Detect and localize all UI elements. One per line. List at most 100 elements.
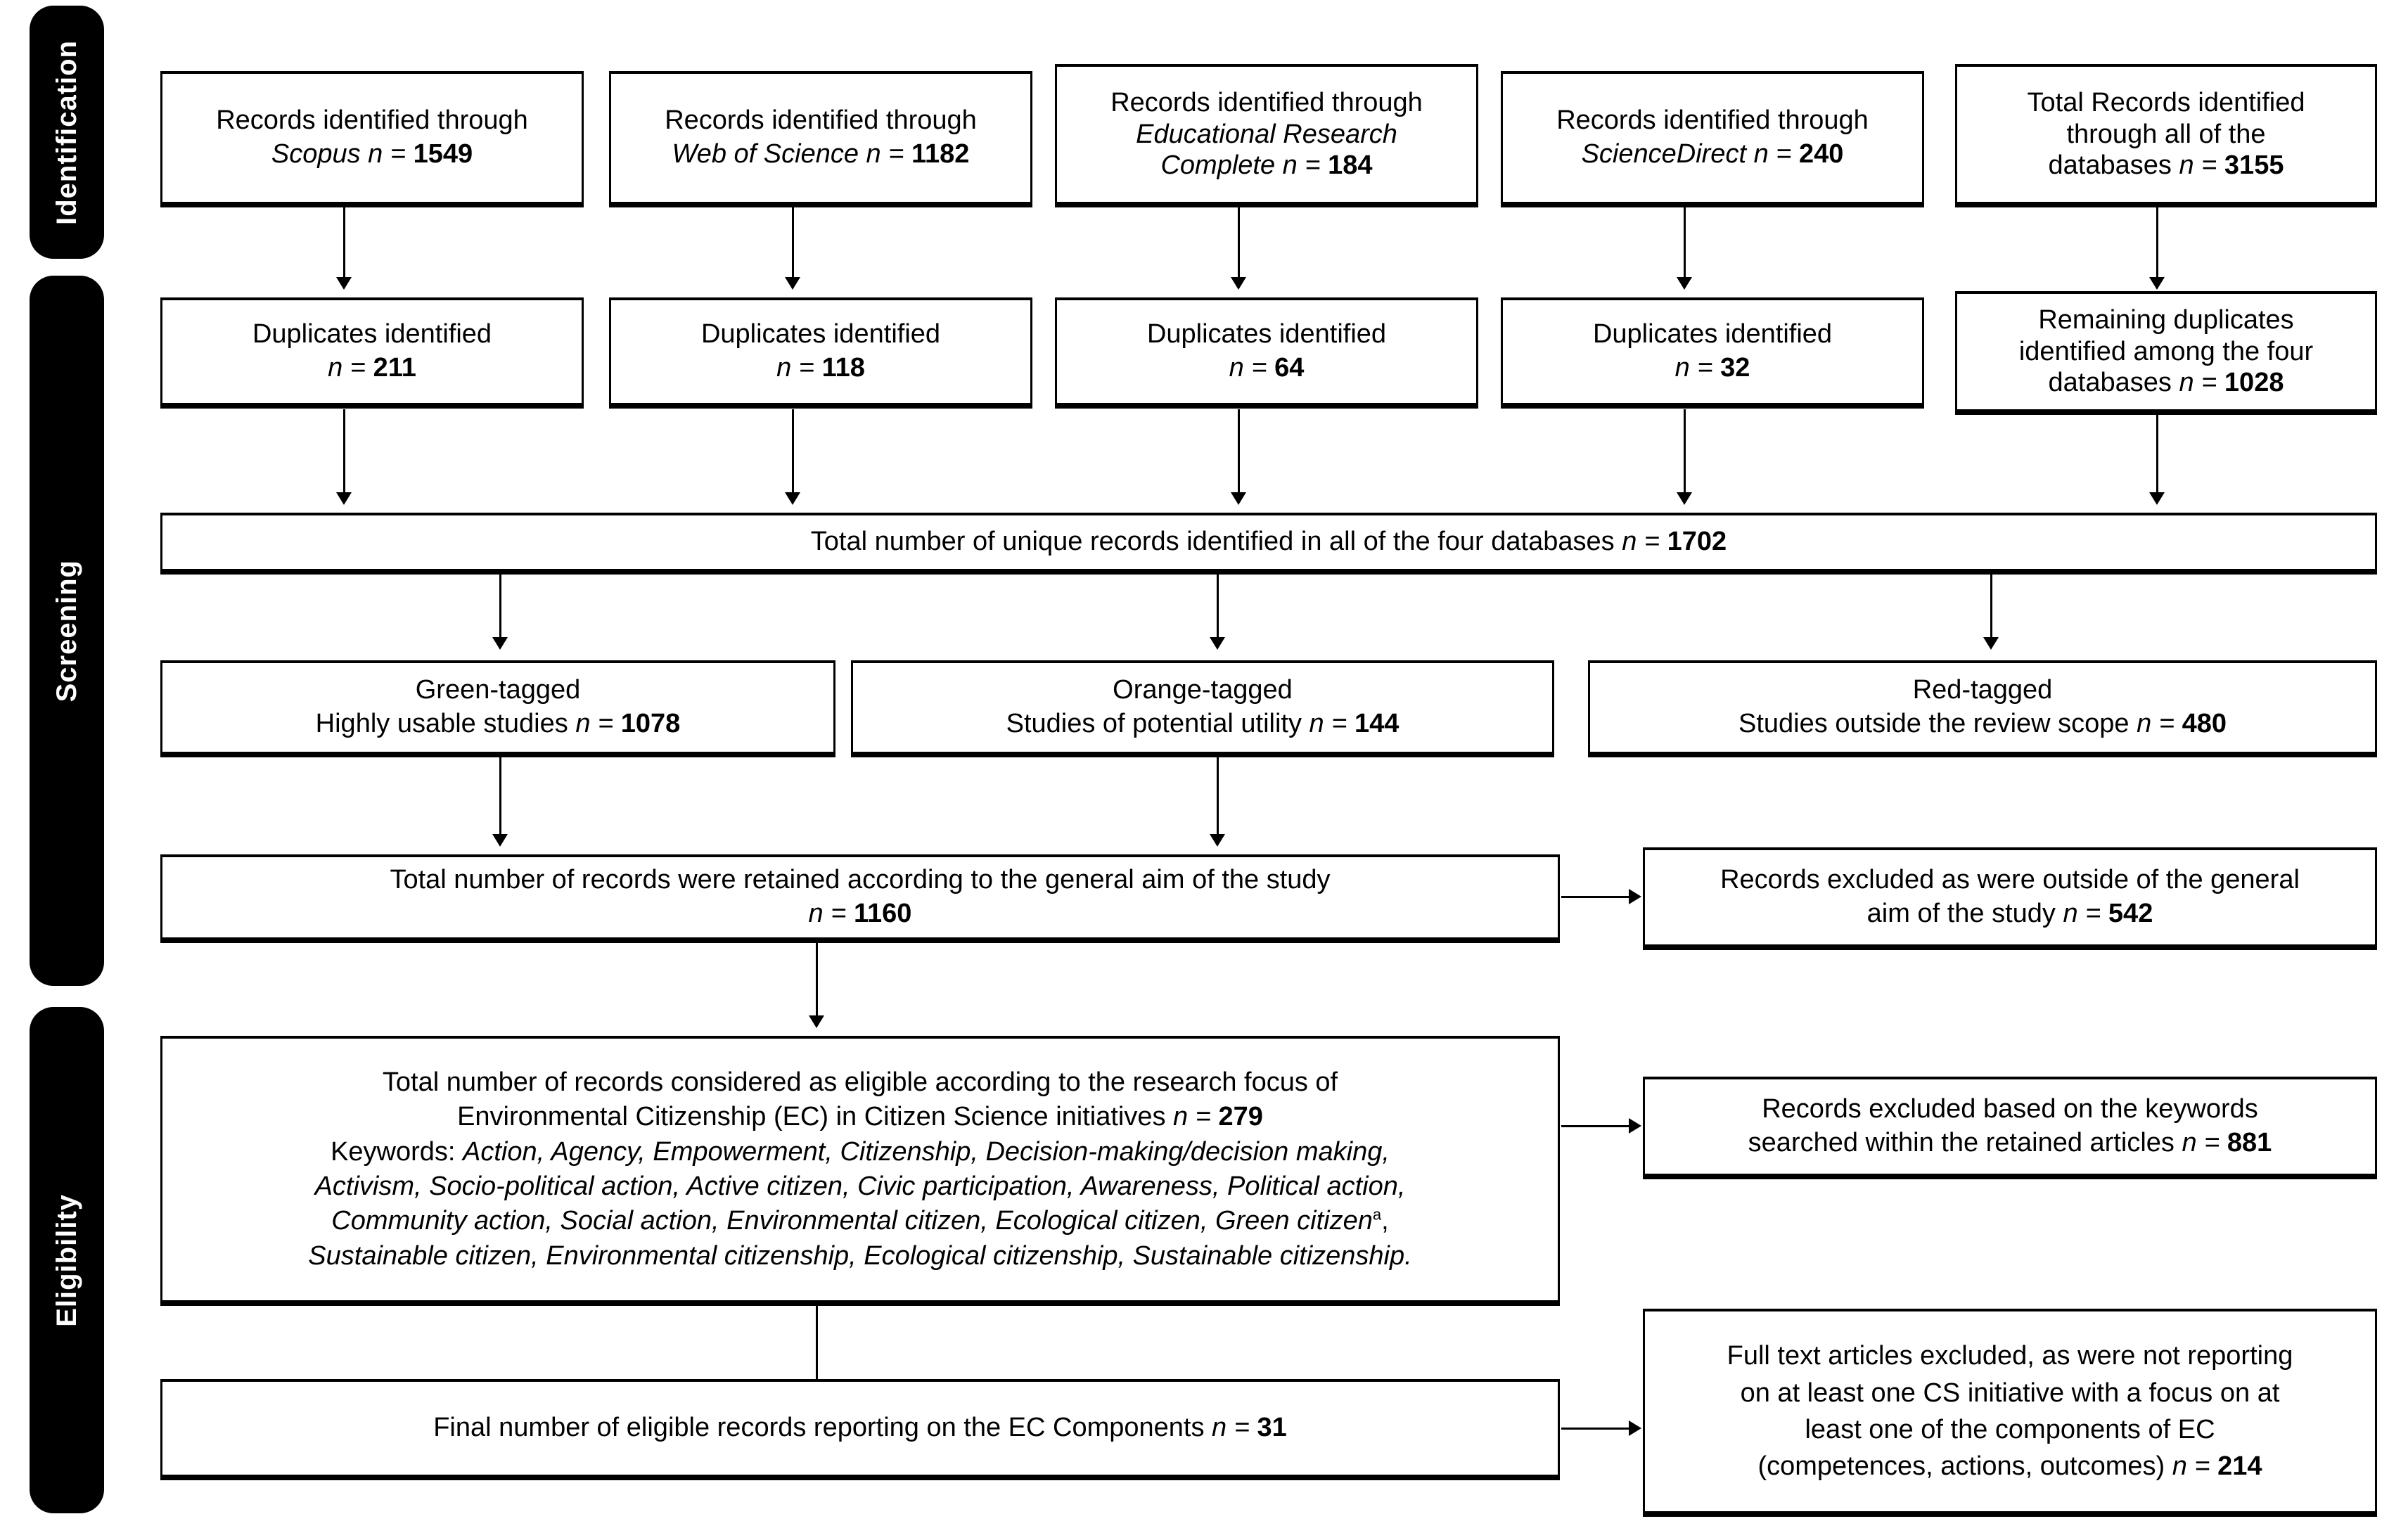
scopus-line1: Records identified through <box>216 105 528 136</box>
total-records-line2: through all of the <box>2066 119 2266 149</box>
wos-source: Web of Science <box>672 139 859 169</box>
excluded-general-n: 542 <box>2108 899 2153 928</box>
arrowhead-wos-to-duplicates <box>785 277 800 290</box>
green-tag-n: 1078 <box>620 709 681 738</box>
excluded-general-line1: Records excluded as were outside of the … <box>1720 865 2300 895</box>
orange-tag-n: 144 <box>1354 709 1400 738</box>
arrowhead-retained-to-excluded-general-aim <box>1629 889 1641 904</box>
excluded-fulltext-line3: least one of the components of EC <box>1805 1415 2215 1444</box>
erc-n-label: n = <box>1282 150 1328 181</box>
arrowhead-green-to-retained <box>492 834 508 847</box>
dup-sciencedirect-n-label: n = <box>1674 353 1721 383</box>
keywords-text-1: Activism, Socio-political action, Active… <box>314 1172 1406 1201</box>
arrowhead-erc-to-duplicates <box>1231 277 1246 290</box>
box-total-records-identified: Total Records identified through all of … <box>1955 65 2377 204</box>
final-records-text: Final number of eligible records reporti… <box>433 1413 1212 1443</box>
sciencedirect-n: 240 <box>1799 139 1844 169</box>
connector-dupsd-to-unique <box>1684 409 1686 495</box>
phase-label-screening: Screening <box>30 276 104 986</box>
box-records-educational-research-complete: Records identified through Educational R… <box>1055 65 1478 204</box>
connector-retained-to-eligible <box>816 941 818 1018</box>
sciencedirect-source: ScienceDirect <box>1581 139 1746 169</box>
excluded-fulltext-n-label: n = <box>2172 1451 2218 1482</box>
retained-n-label: n = <box>808 899 854 928</box>
arrowhead-unique-to-red <box>1983 637 1999 650</box>
scopus-n: 1549 <box>413 139 473 169</box>
box-records-sciencedirect: Records identified through ScienceDirect… <box>1501 72 1924 204</box>
phase-identification-text: Identification <box>51 39 82 225</box>
arrowhead-total-to-remaining-duplicates <box>2149 277 2165 290</box>
dup-erc-n: 64 <box>1274 353 1305 383</box>
eligible-n: 279 <box>1218 1102 1263 1132</box>
unique-records-n-label: n = <box>1622 527 1667 557</box>
connector-wos-to-duplicates <box>792 204 794 280</box>
green-tag-desc: Highly usable studies <box>315 709 576 738</box>
remaining-dup-n-label: n = <box>2179 368 2224 398</box>
box-green-tagged: Green-tagged Highly usable studies n = 1… <box>160 661 835 754</box>
eligible-line1: Total number of records considered as el… <box>382 1067 1338 1097</box>
wos-line1: Records identified through <box>665 105 977 136</box>
dup-scopus-line1: Duplicates identified <box>252 319 492 349</box>
orange-tag-title: Orange-tagged <box>1113 675 1293 705</box>
dup-wos-line1: Duplicates identified <box>700 319 941 349</box>
box-duplicates-sciencedirect: Duplicates identified n = 32 <box>1501 298 1924 405</box>
erc-line1: Records identified through <box>1110 87 1423 117</box>
green-tag-n-label: n = <box>575 709 621 738</box>
unique-records-text: Total number of unique records identifie… <box>810 527 1622 557</box>
connector-retained-to-excluded-general-aim <box>1561 896 1632 898</box>
keywords-line-0: Keywords: Action, Agency, Empowerment, C… <box>174 1135 1546 1169</box>
scopus-source: Scopus <box>271 139 361 169</box>
box-duplicates-web-of-science: Duplicates identified n = 118 <box>609 298 1032 405</box>
phase-label-eligibility: Eligibility <box>30 1007 104 1513</box>
arrowhead-dupsd-to-unique <box>1677 492 1692 505</box>
excluded-general-n-label: n = <box>2063 899 2108 928</box>
orange-tag-n-label: n = <box>1309 709 1354 738</box>
arrowhead-unique-to-orange <box>1210 637 1225 650</box>
unique-records-n: 1702 <box>1667 527 1727 557</box>
dup-wos-n-label: n = <box>776 353 822 383</box>
connector-green-to-retained <box>499 754 501 837</box>
erc-n: 184 <box>1328 150 1373 181</box>
connector-unique-to-orange <box>1217 571 1219 640</box>
dup-sciencedirect-n: 32 <box>1720 353 1750 383</box>
erc-source: Educational Research <box>1136 119 1397 149</box>
connector-sciencedirect-to-duplicates <box>1684 204 1686 280</box>
scopus-n-label: n = <box>368 139 414 169</box>
green-tag-title: Green-tagged <box>415 675 581 705</box>
phase-screening-text: Screening <box>51 559 82 703</box>
dup-wos-n: 118 <box>821 353 865 383</box>
total-records-n: 3155 <box>2224 150 2284 181</box>
connector-erc-to-duplicates <box>1238 204 1240 280</box>
dup-erc-n-label: n = <box>1229 353 1275 383</box>
eligible-n-label: n = <box>1173 1102 1219 1132</box>
retained-n: 1160 <box>854 899 912 928</box>
connector-remaining-to-unique <box>2156 409 2158 495</box>
connector-eligible-to-excluded-keywords <box>1561 1125 1632 1127</box>
box-duplicates-educational-research-complete: Duplicates identified n = 64 <box>1055 298 1478 405</box>
connector-eligible-to-final <box>816 1304 818 1429</box>
phase-label-identification: Identification <box>30 6 104 259</box>
connector-orange-to-retained <box>1217 754 1219 837</box>
remaining-dup-line1: Remaining duplicates <box>2038 304 2294 335</box>
remaining-dup-line3: databases <box>2048 368 2172 398</box>
excluded-keywords-n-label: n = <box>2182 1128 2227 1157</box>
arrowhead-unique-to-green <box>492 637 508 650</box>
keywords-line-3: Sustainable citizen, Environmental citiz… <box>174 1239 1546 1274</box>
keywords-line-2: Community action, Social action, Environ… <box>174 1204 1546 1238</box>
keywords-superscript: a <box>1372 1205 1382 1224</box>
arrowhead-dupwos-to-unique <box>785 492 800 505</box>
box-final-records: Final number of eligible records reporti… <box>160 1380 1560 1477</box>
box-records-web-of-science: Records identified through Web of Scienc… <box>609 72 1032 204</box>
excluded-fulltext-line4: (competences, actions, outcomes) <box>1757 1451 2172 1482</box>
total-records-line3: databases <box>2048 150 2172 181</box>
arrowhead-retained-to-eligible <box>809 1015 824 1028</box>
orange-tag-desc: Studies of potential utility <box>1006 709 1309 738</box>
dup-sciencedirect-line1: Duplicates identified <box>1592 319 1833 349</box>
wos-n: 1182 <box>911 139 970 169</box>
retained-line1: Total number of records were retained ac… <box>390 865 1331 895</box>
connector-unique-to-red <box>1990 571 1992 640</box>
connector-duperc-to-unique <box>1238 409 1240 495</box>
box-records-scopus: Records identified through Scopus n = 15… <box>160 72 584 204</box>
keywords-label: Keywords: <box>331 1136 463 1167</box>
